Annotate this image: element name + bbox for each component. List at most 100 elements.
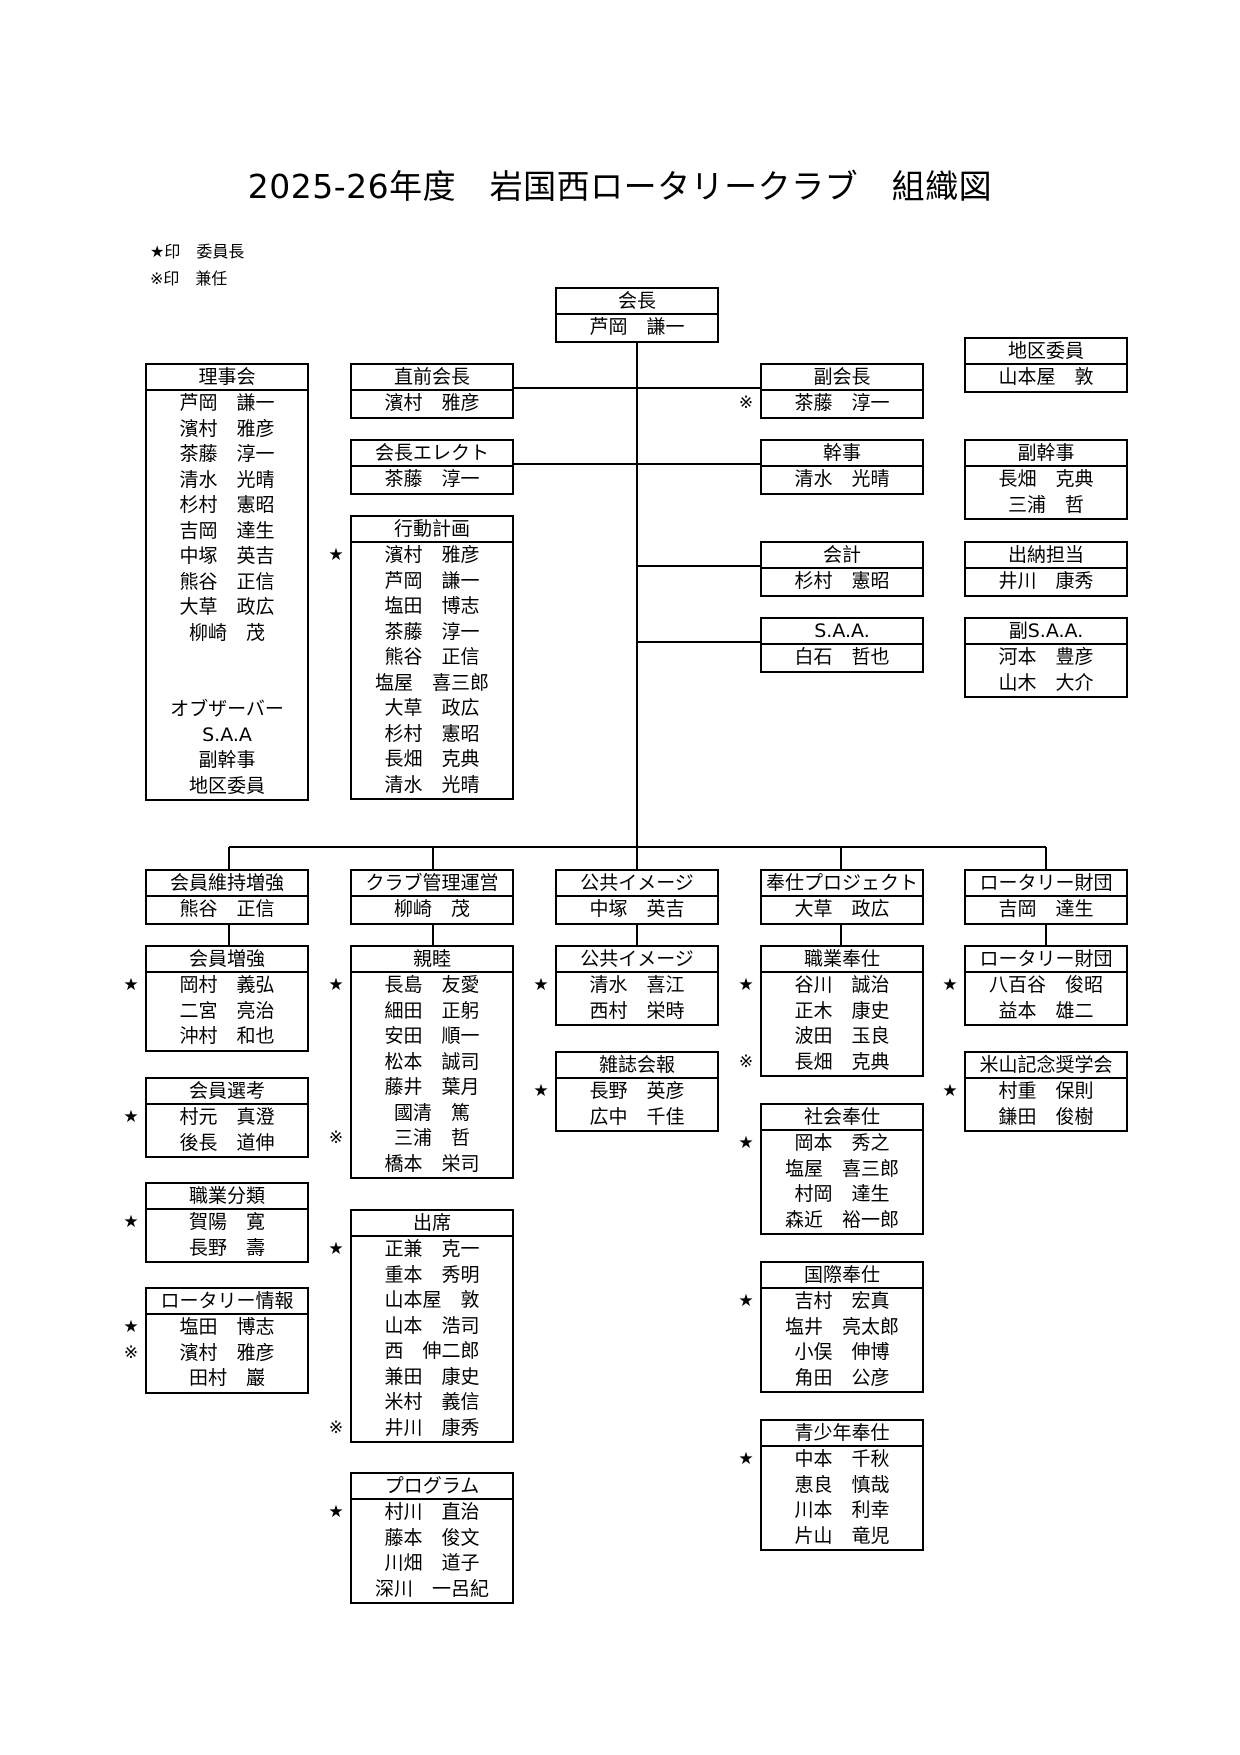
member-name: 白石 哲也	[794, 646, 890, 668]
box-fukusaa: 副S.A.A. 河本 豊彦 山木 大介	[964, 617, 1128, 698]
member-name: 広中 千佳	[589, 1105, 685, 1128]
box-suito: 出納担当 井川 康秀	[964, 541, 1128, 597]
box-title: 副S.A.A.	[966, 619, 1126, 645]
member-name: ★ 長野 英彦	[533, 1079, 717, 1105]
member-name: 茶藤 淳一	[179, 443, 275, 465]
member-name: 波田 玉良	[794, 1025, 890, 1047]
member-name: 井川 康秀	[998, 570, 1094, 592]
box-bunrui: 職業分類 ★賀陽 寛 長野 壽	[123, 1182, 309, 1263]
member-name: 松本 誠司	[384, 1050, 480, 1073]
member-name-text: 清水 喜江	[589, 974, 685, 996]
member-name: 兼田 康史	[384, 1365, 480, 1388]
member-name: ★賀陽 寛	[123, 1210, 307, 1236]
chair-mark: ★	[328, 1502, 344, 1522]
member-name-text: 谷川 誠治	[794, 974, 890, 996]
box-seishonen: 青少年奉仕 ★中本 千秋 恵良 慎哉 川本 利幸 片山 竜児	[738, 1419, 924, 1551]
member-name: 清水 光晴	[794, 468, 890, 490]
box-kaicho: 会長 芦岡 謙一	[555, 287, 719, 343]
box-title: 副幹事	[966, 441, 1126, 467]
member-name: ★吉村 宏真	[738, 1289, 922, 1315]
chair-mark: ★	[738, 1133, 754, 1153]
box-kanri: クラブ管理運営 柳崎 茂	[350, 869, 514, 925]
member-name: 芦岡 謙一	[179, 392, 275, 414]
member-name: ※長畑 克典	[739, 1050, 922, 1076]
member-name: 長畑 克典	[998, 468, 1094, 490]
member-name: ※井川 康秀	[329, 1416, 512, 1442]
member-name: 山本屋 敦	[998, 366, 1094, 388]
member-name-text: 長島 友愛	[384, 974, 480, 996]
member-name: 熊谷 正信	[179, 898, 275, 920]
member-name: ※三浦 哲	[329, 1126, 512, 1152]
box-zokyo: 会員増強 ★岡村 義弘 二宮 亮治 沖村 和也	[123, 945, 309, 1052]
member-name-text: 中本 千秋	[794, 1448, 890, 1470]
box-title: 米山記念奨学会	[966, 1053, 1126, 1079]
box-title: 奉仕プロジェクト	[762, 871, 922, 897]
member-name: ★濱村 雅彦	[328, 543, 512, 569]
member-name: 柳崎 茂	[393, 898, 470, 920]
observer-label: オブザーバー	[170, 698, 284, 720]
member-name: 安田 順一	[384, 1025, 480, 1047]
member-name: ★村元 真澄	[123, 1105, 307, 1131]
member-name: 後長 道伸	[179, 1131, 275, 1154]
chair-mark: ★	[942, 975, 958, 995]
member-name: 塩井 亮太郎	[784, 1315, 899, 1338]
member-name: 河本 豊彦	[998, 646, 1094, 668]
member-name-text: 吉村 宏真	[794, 1290, 890, 1312]
member-name: 重本 秀明	[384, 1263, 480, 1286]
member-name: 長畑 克典	[384, 748, 480, 770]
member-name: ★正兼 克一	[328, 1237, 512, 1263]
box-shinboku: 親睦 ★長島 友愛 細田 正躬 安田 順一 松本 誠司 藤井 葉月 國清 篤 ※…	[328, 945, 514, 1179]
member-name: 塩屋 喜三郎	[784, 1157, 899, 1180]
box-kaikei: 会計 杉村 憲昭	[760, 541, 924, 597]
member-name: 三浦 哲	[1007, 493, 1084, 516]
member-name: ※茶藤 淳一	[739, 391, 922, 417]
box-title: 副会長	[762, 365, 922, 391]
box-shusseki: 出席 ★正兼 克一 重本 秀明 山本屋 敦 山本 浩司 西 伸二郎 兼田 康史 …	[328, 1209, 514, 1443]
member-name: 吉岡 達生	[998, 898, 1094, 920]
box-title: 幹事	[762, 441, 922, 467]
member-name-text: 長野 英彦	[589, 1080, 685, 1102]
box-zasshi: 雑誌会報 ★ 長野 英彦 広中 千佳	[533, 1051, 719, 1132]
member-name: 鎌田 俊樹	[998, 1105, 1094, 1128]
member-name: 恵良 慎哉	[794, 1473, 890, 1496]
member-name: 田村 巖	[188, 1367, 265, 1389]
box-iji: 会員維持増強 熊谷 正信	[145, 869, 309, 925]
box-title: 公共イメージ	[557, 871, 717, 897]
member-name: 橋本 栄司	[384, 1152, 480, 1175]
member-name: 熊谷 正信	[384, 646, 480, 668]
chair-mark: ★	[533, 1081, 549, 1101]
member-name: ★谷川 誠治	[738, 973, 922, 999]
box-shokugyo: 職業奉仕 ★谷川 誠治 正木 康史 波田 玉良 ※長畑 克典	[738, 945, 924, 1077]
member-name: 大草 政広	[794, 898, 890, 920]
member-name: 川畑 道子	[384, 1552, 480, 1574]
chair-mark: ★	[738, 1449, 754, 1469]
member-name: ※濱村 雅彦	[124, 1341, 307, 1367]
member-name: ★村重 保則	[942, 1079, 1126, 1105]
box-elect: 会長エレクト 茶藤 淳一	[350, 439, 514, 495]
member-name: 片山 竜児	[794, 1524, 890, 1547]
concurrent-mark: ※	[738, 1051, 754, 1072]
member-name: 正木 康史	[794, 999, 890, 1022]
concurrent-mark: ※	[123, 1342, 139, 1363]
member-name-text: 三浦 哲	[393, 1127, 470, 1149]
box-kanji: 幹事 清水 光晴	[760, 439, 924, 495]
member-name-text: 岡本 秀之	[794, 1132, 890, 1154]
box-kodo: 行動計画 ★濱村 雅彦 芦岡 謙一 塩田 博志 茶藤 淳一 熊谷 正信 塩屋 喜…	[328, 515, 514, 800]
member-name: 中塚 英吉	[179, 545, 275, 567]
box-title: 直前会長	[352, 365, 512, 391]
box-rijikai: 理事会 芦岡 謙一 濱村 雅彦 茶藤 淳一 清水 光晴 杉村 憲昭 吉岡 達生 …	[145, 363, 309, 801]
observer-item: S.A.A	[202, 723, 252, 746]
box-shakai: 社会奉仕 ★岡本 秀之 塩屋 喜三郎 村岡 達生 森近 裕一郎	[738, 1103, 924, 1235]
member-name: 細田 正躬	[384, 999, 480, 1022]
box-title: ロータリー財団	[966, 947, 1126, 973]
member-name: 清水 光晴	[384, 773, 480, 796]
member-name: 藤本 俊文	[384, 1526, 480, 1549]
member-name: ★岡村 義弘	[123, 973, 307, 999]
box-fukukaicho: 副会長 ※茶藤 淳一	[739, 363, 924, 419]
box-kokusai: 国際奉仕 ★吉村 宏真 塩井 亮太郎 小俣 伸博 角田 公彦	[738, 1261, 924, 1393]
chair-mark: ★	[123, 975, 139, 995]
chair-mark: ★	[123, 1107, 139, 1127]
box-title: 雑誌会報	[557, 1053, 717, 1079]
member-name: 山本 浩司	[384, 1314, 480, 1337]
